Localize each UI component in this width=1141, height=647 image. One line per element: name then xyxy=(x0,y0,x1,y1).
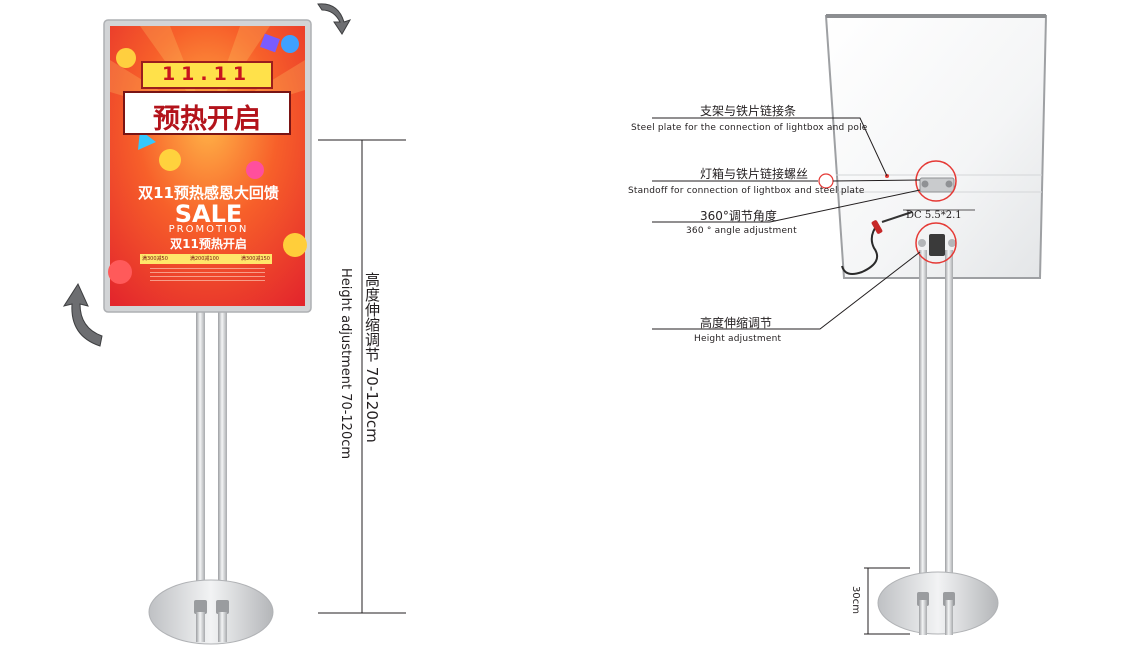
base-height-label: 30cm xyxy=(850,586,861,614)
poster-coupon-3: 满300减150 xyxy=(240,256,270,262)
height-label-cn: 高度伸缩调节 70-120cm xyxy=(363,272,381,443)
left-poster-frame xyxy=(103,19,312,313)
poster-coupons: 满300减50 满200减100 满300减150 xyxy=(142,255,270,262)
annotation-standoff-cn: 灯箱与铁片链接螺丝 xyxy=(700,167,809,181)
poster-fine-print xyxy=(150,268,265,284)
rotate-arrow-top-icon xyxy=(317,3,352,35)
poster-badge: 11.11 xyxy=(161,63,253,85)
poster-subtitle: 双11预热感恩大回馈 xyxy=(138,184,279,202)
leader-angle xyxy=(652,189,921,223)
poster-headline: 预热开启 xyxy=(153,104,261,135)
dc-label: DC 5.5*2.1 xyxy=(906,210,962,221)
annotation-steel-plate-en: Steel plate for the connection of lightb… xyxy=(631,123,868,133)
rotate-arrow-left-icon xyxy=(62,282,103,347)
poster-coupon-2: 满200减100 xyxy=(189,256,219,262)
marker-circle-standoff xyxy=(915,160,957,202)
annotation-angle-cn: 360°调节角度 xyxy=(700,209,777,223)
annotation-standoff-en: Standoff for connection of lightbox and … xyxy=(628,186,865,196)
left-pole-a xyxy=(196,310,205,640)
poster-sale: SALE xyxy=(174,200,243,228)
annotation-height-en: Height adjustment xyxy=(694,334,782,344)
poster-coupon-1: 满300减50 xyxy=(142,256,168,262)
leader-height xyxy=(652,251,921,330)
leader-steel-plate xyxy=(652,117,888,177)
poster-promo-line: 双11预热开启 xyxy=(170,237,247,251)
poster-promotion: PROMOTION xyxy=(168,224,249,235)
left-pole-b xyxy=(218,310,227,640)
annotation-steel-plate-cn: 支架与铁片链接条 xyxy=(700,104,797,118)
annotation-height-cn: 高度伸缩调节 xyxy=(700,316,773,330)
lightbox-back xyxy=(824,14,1048,279)
left-base xyxy=(148,579,274,645)
annotation-angle-en: 360 ° angle adjustment xyxy=(686,226,797,236)
marker-circle-height xyxy=(915,222,957,264)
height-label-en: Height adjustment 70-120cm xyxy=(338,268,353,460)
